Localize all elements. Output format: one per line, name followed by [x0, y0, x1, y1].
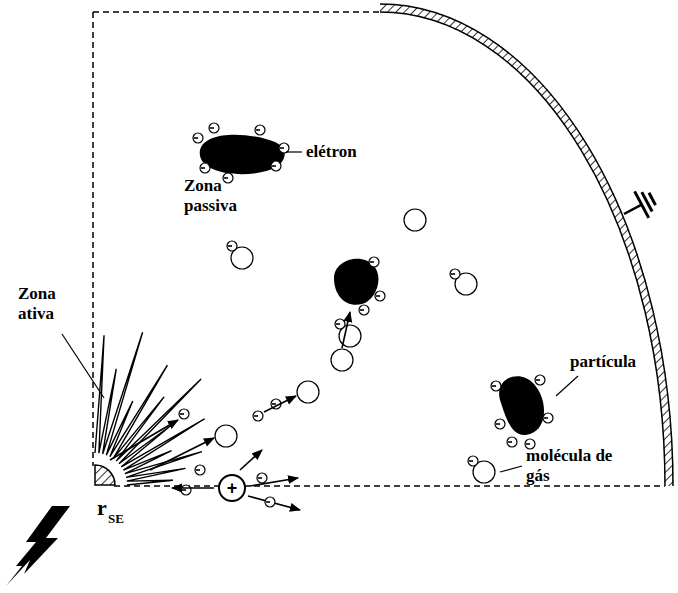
leader-line: [556, 376, 578, 396]
electron: [193, 133, 203, 143]
gas-molecule: [297, 381, 319, 403]
motion-arrow: [110, 420, 178, 460]
electron: [227, 241, 237, 251]
dust-particle: [499, 376, 544, 435]
electron: [491, 381, 501, 391]
leader-line: [286, 151, 302, 152]
electron-label: elétron: [306, 142, 396, 162]
electron: [507, 437, 517, 447]
radius-subscript: SE: [108, 512, 138, 527]
electron: [195, 465, 205, 475]
dust-particle: [200, 135, 285, 175]
ion-circle: +: [218, 474, 246, 502]
electron: [369, 257, 379, 267]
electron: [271, 161, 281, 171]
electron: [255, 125, 265, 135]
electron: [257, 473, 267, 483]
zone-label: Zona passiva: [184, 176, 264, 215]
top-boundary: [93, 11, 380, 13]
electron: [223, 173, 233, 183]
collector-wall: [380, 8, 669, 486]
left-boundary: [92, 12, 94, 466]
motion-arrow: [264, 396, 296, 412]
electron: [209, 123, 219, 133]
electron: [181, 485, 191, 495]
ground-symbol: [617, 186, 659, 228]
motion-arrow: [240, 450, 262, 470]
ion-sign: +: [227, 479, 238, 497]
motion-arrow: [172, 487, 214, 489]
motion-arrow: [248, 496, 300, 510]
gas-molecule: [404, 209, 426, 231]
collector-outer-edge: [380, 4, 673, 486]
leader-line: [62, 334, 104, 398]
electron: [200, 163, 210, 173]
gas-molecule: [331, 349, 353, 371]
electron: [468, 456, 478, 466]
motion-arrow: [150, 438, 214, 470]
corona-zone: [95, 332, 205, 485]
discharge-wire: [95, 465, 115, 485]
electron: [335, 319, 345, 329]
leader-line: [500, 466, 522, 472]
electron: [543, 413, 553, 423]
zone-label: Zona ativa: [18, 284, 78, 323]
bottom-boundary: [114, 485, 665, 487]
electron: [535, 375, 545, 385]
particle-label: partícula: [570, 352, 660, 372]
high-voltage-bolt: [6, 506, 70, 586]
electron: [265, 497, 275, 507]
drawing: [6, 4, 673, 586]
electron: [253, 411, 263, 421]
gas-molecule: [215, 425, 237, 447]
electron: [450, 269, 460, 279]
collector-inner-edge: [380, 12, 665, 486]
electron: [359, 305, 369, 315]
molecule-label: molécula de gás: [526, 446, 626, 485]
motion-arrow: [342, 312, 350, 348]
electron: [375, 291, 385, 301]
electron: [495, 419, 505, 429]
electron: [179, 409, 189, 419]
